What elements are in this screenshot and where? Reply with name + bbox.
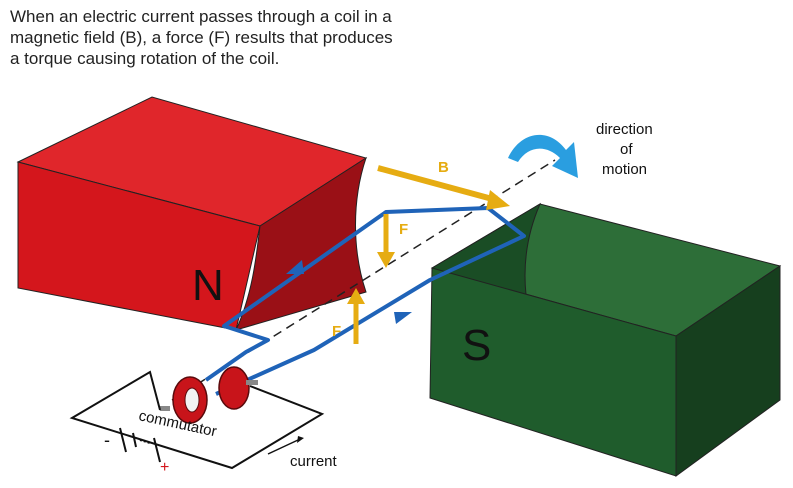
caption-line-2: magnetic field (B), a force (F) results … <box>10 28 393 47</box>
battery-icon <box>119 427 161 463</box>
commutator-ring-right <box>218 366 250 410</box>
force-arrow-down-head <box>377 252 395 268</box>
current-label: current <box>290 453 338 470</box>
motion-arrow-icon <box>508 134 578 178</box>
commutator-shaft <box>160 406 170 411</box>
current-arrow <box>267 436 304 455</box>
caption: When an electric current passes through … <box>10 6 480 69</box>
south-magnet-side-face <box>675 265 781 477</box>
battery-minus-label: - <box>104 430 110 450</box>
field-label: B <box>438 159 449 176</box>
caption-line-3: a torque causing rotation of the coil. <box>10 49 280 68</box>
south-magnet: S <box>429 202 782 477</box>
motion-label-line-3: motion <box>602 161 647 178</box>
field-arrow <box>377 165 497 203</box>
field-arrow-head <box>486 190 510 210</box>
coil-arrow-bottom <box>394 312 412 324</box>
force-arrow-up-head <box>347 288 365 304</box>
circuit-wire <box>69 370 325 470</box>
force-label-top: F <box>399 221 408 238</box>
motion-label-line-1: direction <box>596 121 653 138</box>
coil <box>204 206 526 396</box>
south-pole-label: S <box>462 321 491 370</box>
north-magnet: N <box>16 96 368 331</box>
caption-line-1: When an electric current passes through … <box>10 7 392 26</box>
coil-arrow-top <box>286 260 304 274</box>
coil-wire <box>204 206 526 396</box>
commutator-shaft-end <box>246 380 258 385</box>
commutator-gap <box>184 387 200 413</box>
north-magnet-pole-face <box>235 156 367 331</box>
motion-label-line-2: of <box>620 141 633 158</box>
battery-plus-label: + <box>160 459 169 476</box>
external-circuit <box>69 370 325 470</box>
north-pole-label: N <box>192 261 224 310</box>
force-label-bottom: F <box>332 323 341 340</box>
commutator <box>160 366 258 424</box>
